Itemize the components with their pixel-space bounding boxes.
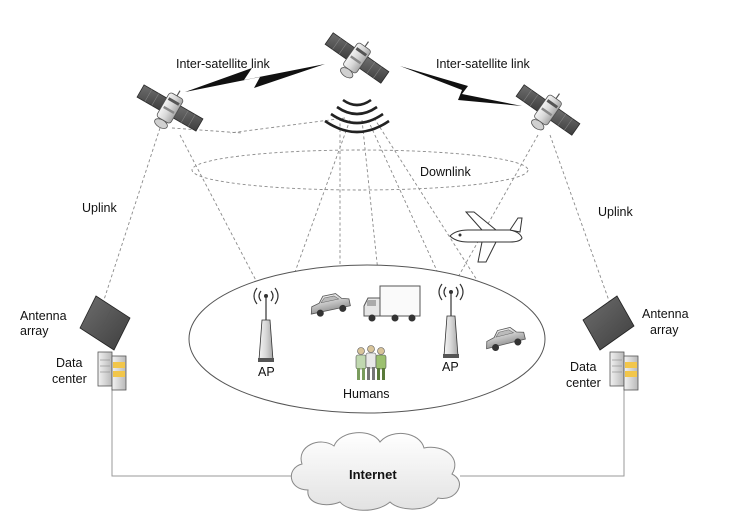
dc-right-label-line1: Data	[570, 360, 596, 374]
isl-right-label: Inter-satellite link	[436, 57, 531, 71]
antenna-left-label-line1: Antenna	[20, 309, 67, 323]
uplink-left-label: Uplink	[82, 201, 117, 215]
truck-icon	[363, 285, 421, 322]
access-point-right-icon	[438, 283, 464, 358]
antenna-array-left-icon	[79, 295, 131, 351]
satellite-right-icon	[506, 73, 588, 149]
antenna-left-label-line2: array	[20, 324, 49, 338]
dc-left-label-line2: center	[52, 372, 87, 386]
car-right-icon	[486, 326, 526, 352]
ground-area-ellipse	[188, 264, 546, 414]
internet-label: Internet	[349, 467, 397, 482]
isl-left-label: Inter-satellite link	[176, 57, 271, 71]
antenna-right-label-line1: Antenna	[642, 307, 689, 321]
isl-lightning-left	[185, 64, 325, 92]
humans-icon	[355, 345, 387, 380]
downlink-beam-ellipse	[191, 149, 529, 191]
isl-lightning-right	[400, 66, 522, 106]
dc-left-label-line1: Data	[56, 356, 82, 370]
access-point-left-icon	[253, 287, 279, 362]
broadcast-waves-icon	[324, 98, 390, 134]
humans-label: Humans	[343, 387, 390, 401]
satellite-center-icon	[315, 21, 397, 97]
airplane-icon	[449, 211, 523, 263]
dc-right-label-line2: center	[566, 376, 601, 390]
antenna-right-label-line2: array	[650, 323, 679, 337]
internet-wiring	[111, 388, 625, 477]
data-center-right-icon	[609, 351, 639, 391]
downlink-label: Downlink	[420, 165, 471, 179]
internet-cloud-icon	[291, 432, 460, 511]
antenna-array-right-icon	[582, 295, 635, 351]
uplink-right-label: Uplink	[598, 205, 633, 219]
ap-left-label: AP	[258, 365, 275, 379]
data-center-left-icon	[97, 351, 127, 391]
ap-right-label: AP	[442, 360, 459, 374]
car-left-icon	[310, 293, 351, 317]
satellite-left-icon	[128, 73, 211, 145]
